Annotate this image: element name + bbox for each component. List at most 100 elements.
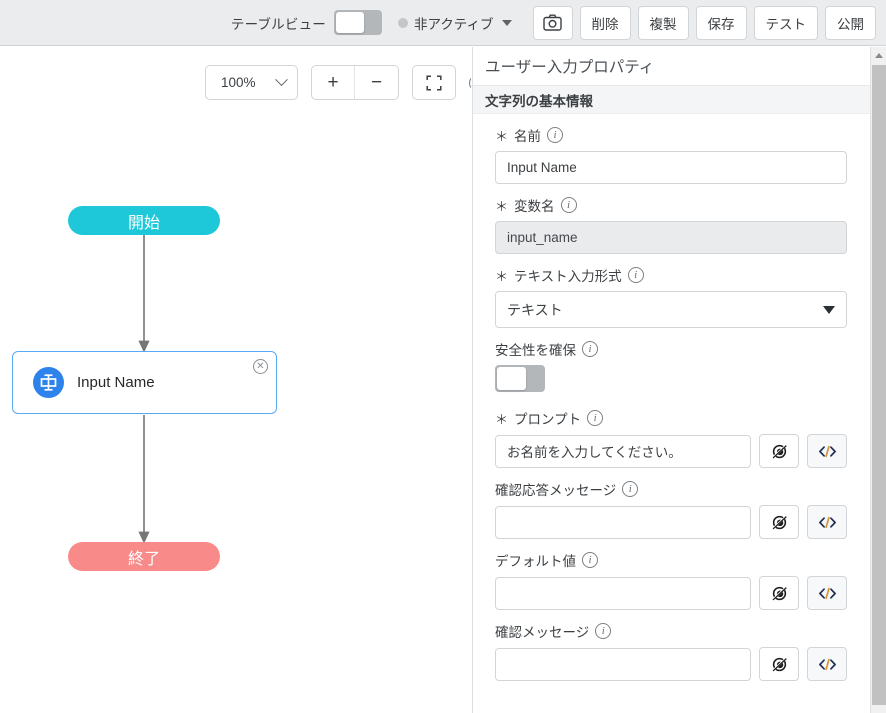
required-asterisk: ＊ (495, 411, 509, 427)
chevron-down-icon (275, 73, 288, 87)
info-icon[interactable]: i (560, 197, 577, 213)
field-default-value: デフォルト値 i (495, 550, 848, 610)
chevron-down-icon (501, 19, 512, 26)
field-label-text: テキスト入力形式 (514, 269, 622, 284)
prompt-variable-button[interactable] (759, 434, 799, 468)
field-text-input-type-label: ＊ テキスト入力形式 i (495, 265, 848, 285)
field-name-label: ＊ 名前 i (495, 125, 848, 145)
table-view-group: テーブルビュー (231, 10, 382, 35)
info-icon[interactable]: i (547, 127, 564, 143)
panel-title: ユーザー入力プロパティ (473, 47, 886, 86)
top-toolbar: テーブルビュー 非アクティブ 削除 複製 保存 テスト 公開 (0, 0, 886, 46)
confirm-message-row (495, 647, 848, 681)
panel-section-header: 文字列の基本情報 (473, 86, 886, 114)
text-input-type-select[interactable]: テキスト (495, 291, 847, 328)
field-label-text: 安全性を確保 (495, 343, 576, 358)
panel-scrollbar[interactable] (870, 47, 886, 713)
field-label-text: 確認メッセージ (495, 625, 590, 640)
camera-icon (543, 14, 562, 31)
ack-message-input[interactable] (495, 505, 751, 539)
flow-node-user-input[interactable]: Input Name ✕ (12, 351, 277, 414)
confirm-message-variable-button[interactable] (759, 647, 799, 681)
zoom-in-button[interactable]: + (312, 66, 355, 99)
fit-screen-icon (426, 74, 442, 91)
panel-body: ＊ 名前 i Input Name ＊ 変数名 i input_name ＊ テ… (473, 114, 886, 681)
close-icon[interactable]: ✕ (253, 359, 268, 374)
field-ack-message: 確認応答メッセージ i (495, 479, 848, 539)
scrollbar-thumb[interactable] (872, 65, 886, 705)
field-label-text: 変数名 (514, 199, 555, 214)
duplicate-button[interactable]: 複製 (637, 5, 689, 40)
required-asterisk: ＊ (495, 268, 509, 284)
screenshot-button[interactable] (532, 5, 573, 40)
info-icon[interactable]: i (582, 552, 598, 568)
variable-picker-icon (771, 586, 787, 600)
field-text-input-type: ＊ テキスト入力形式 i テキスト (495, 265, 848, 328)
name-input[interactable]: Input Name (495, 151, 847, 184)
variable-picker-icon (771, 515, 787, 529)
text-input-type-value: テキスト (507, 301, 563, 318)
field-label-text: 確認応答メッセージ (495, 483, 617, 498)
table-view-toggle-knob (335, 12, 364, 33)
table-view-label: テーブルビュー (230, 16, 326, 32)
variable-picker-icon (771, 444, 787, 458)
info-icon[interactable]: i (595, 623, 612, 639)
field-default-value-label: デフォルト値 i (495, 550, 848, 570)
publish-button[interactable]: 公開 (825, 5, 876, 40)
canvas-toolbar: 100% + − i (205, 65, 471, 100)
field-name: ＊ 名前 i Input Name (495, 125, 848, 184)
status-dot-icon (397, 17, 408, 28)
chevron-up-icon (874, 52, 883, 58)
ack-message-code-button[interactable] (807, 505, 847, 539)
confirm-message-input[interactable] (495, 647, 751, 681)
required-asterisk: ＊ (495, 198, 509, 214)
fit-to-screen-button[interactable] (412, 65, 456, 100)
flow-node-start-label: 開始 (127, 214, 160, 232)
info-icon[interactable]: i (587, 410, 604, 426)
field-ensure-safety: 安全性を確保 i (495, 339, 848, 397)
required-asterisk: ＊ (495, 128, 509, 144)
info-icon[interactable]: i (622, 481, 639, 497)
scrollbar-up-button[interactable] (871, 47, 886, 63)
status-dropdown[interactable]: 非アクティブ (397, 13, 512, 33)
code-icon (818, 658, 836, 670)
save-button[interactable]: 保存 (695, 5, 747, 40)
field-ensure-safety-label: 安全性を確保 i (495, 339, 848, 359)
flow-node-user-input-label: Input Name (77, 374, 155, 391)
zoom-out-button[interactable]: − (370, 71, 383, 93)
ensure-safety-toggle[interactable] (495, 365, 545, 392)
default-value-input[interactable] (495, 576, 751, 610)
field-confirm-message: 確認メッセージ i (495, 621, 848, 681)
variable-name-input: input_name (495, 221, 847, 254)
delete-button[interactable]: 削除 (579, 5, 631, 40)
field-label-text: 名前 (514, 129, 542, 144)
code-icon (818, 516, 836, 528)
table-view-toggle[interactable] (333, 10, 382, 35)
prompt-row: お名前を入力してください。 (495, 434, 848, 468)
confirm-message-code-button[interactable] (807, 647, 847, 681)
field-label-text: プロンプト (514, 412, 582, 427)
field-prompt: ＊ プロンプト i お名前を入力してください。 (495, 408, 848, 468)
default-value-variable-button[interactable] (759, 576, 799, 610)
prompt-code-button[interactable] (807, 434, 847, 468)
zoom-buttons: + − (311, 65, 399, 100)
info-icon[interactable]: i (627, 267, 644, 283)
ensure-safety-toggle-knob (497, 367, 526, 390)
test-button[interactable]: テスト (753, 5, 818, 40)
flow-node-end[interactable]: 終了 (68, 542, 220, 571)
prompt-input[interactable]: お名前を入力してください。 (495, 434, 751, 468)
canvas-info-icon[interactable]: i (469, 74, 471, 91)
ack-message-row (495, 505, 848, 539)
flow-node-end-label: 終了 (127, 550, 160, 568)
flow-canvas[interactable]: 100% + − i 開始 (0, 47, 471, 713)
field-confirm-message-label: 確認メッセージ i (495, 621, 848, 641)
ack-message-variable-button[interactable] (759, 505, 799, 539)
zoom-level-select[interactable]: 100% (205, 65, 298, 100)
field-variable-name-label: ＊ 変数名 i (495, 195, 848, 215)
zoom-level-value: 100% (221, 75, 256, 90)
info-icon[interactable]: i (582, 341, 598, 357)
field-prompt-label: ＊ プロンプト i (495, 408, 848, 428)
default-value-code-button[interactable] (807, 576, 847, 610)
flow-node-start[interactable]: 開始 (68, 206, 220, 235)
user-input-icon (33, 367, 64, 398)
